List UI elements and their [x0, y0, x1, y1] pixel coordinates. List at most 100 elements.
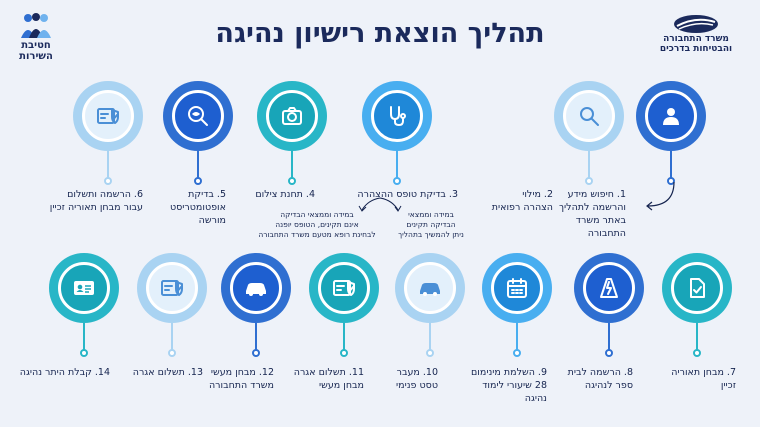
step-12-connector-dot	[252, 349, 260, 357]
stethoscope-icon	[390, 106, 406, 126]
step-1-label-line: התחבורה	[587, 228, 626, 239]
step-7-connector-dot	[693, 349, 701, 357]
step-5-icon-disc	[172, 90, 224, 142]
step-10-connector-dot	[426, 349, 434, 357]
step-9-connector-dot	[513, 349, 521, 357]
step-6-circle	[73, 81, 143, 151]
step-11-connector	[343, 323, 345, 351]
step-1-label-line: 1. חיפוש מידע	[559, 188, 626, 201]
step-12-label-line: 12. מבחן מעשי	[209, 366, 274, 379]
branch-not-ok-line: אינם תקינים, הטופס יופנה	[275, 220, 359, 229]
step-5-label-line: מורשה	[198, 215, 226, 226]
step-text: תשלום אגרה	[293, 367, 346, 378]
payment-card-icon	[161, 280, 183, 296]
step-14-label-line: 14. קבלת היתר נהיגה	[20, 366, 110, 379]
step-2-label-line: הצהרה רפואית	[491, 202, 553, 213]
payment-card-icon	[333, 280, 355, 296]
step-text: תחנת צילום	[255, 189, 303, 200]
step-5-connector-dot	[194, 177, 202, 185]
step-11-icon-disc	[318, 262, 370, 314]
step-5-connector	[197, 151, 199, 179]
step-number: 10.	[419, 367, 438, 378]
step-14-connector-dot	[80, 349, 88, 357]
step-13-label-line: 13. תשלום אגרה	[133, 366, 203, 379]
page-title: תהליך הוצאת רישיון נהיגה	[215, 18, 545, 49]
step-4-connector	[291, 151, 293, 179]
eye-magnifier-icon	[188, 106, 208, 126]
step-8-connector	[608, 323, 610, 351]
step-7-icon-disc	[671, 262, 723, 314]
step-number: 2.	[540, 189, 553, 200]
step-3-label: 3. בדיקת טופס ההצהרה	[357, 188, 458, 201]
step-8-icon-disc	[583, 262, 635, 314]
step-5-label-line: אופטומטריסט	[169, 202, 226, 213]
camera-icon	[282, 107, 302, 125]
ministry-logo: משרד התחבורה והבטיחות בדרכים	[648, 14, 744, 60]
road-sign-icon	[600, 278, 618, 298]
step-2-icon-disc	[563, 90, 615, 142]
ministry-name-line1: משרד התחבורה	[663, 34, 729, 44]
step-1-label-line: באתר משרד	[575, 215, 626, 226]
step-13-label: 13. תשלום אגרה	[133, 366, 203, 379]
step-10-icon-disc	[404, 262, 456, 314]
header: חטיבת השירות תהליך הוצאת רישיון נהיגה מש…	[0, 0, 760, 64]
step-11-label-line: 11. תשלום אגרה	[294, 366, 364, 379]
step-10-circle	[395, 253, 465, 323]
step-number: 8.	[620, 367, 633, 378]
step-8-connector-dot	[605, 349, 613, 357]
step-number: 6.	[130, 189, 143, 200]
step-number: 13.	[184, 367, 203, 378]
step-10-connector	[429, 323, 431, 351]
step-13-connector-dot	[168, 349, 176, 357]
step-14-icon-disc	[58, 262, 110, 314]
step-text: קבלת היתר נהיגה	[19, 367, 92, 378]
step-number: 5.	[213, 189, 226, 200]
step-3-connector-dot	[393, 177, 401, 185]
step-1-icon-disc	[645, 90, 697, 142]
branch-arrows-icon	[358, 197, 402, 212]
step-1-circle	[636, 81, 706, 151]
step-6-connector	[107, 151, 109, 179]
branch-not-ok-line: במידה וממצאי הבדיקה	[280, 210, 354, 219]
people-group-icon	[21, 13, 51, 38]
step-5-label-line: 5. בדיקת	[170, 188, 226, 201]
step-3-icon-disc	[371, 90, 423, 142]
step-4-connector-dot	[288, 177, 296, 185]
step-10-label-line: טסט פנימי	[396, 380, 438, 391]
step-1-connector-dot	[667, 177, 675, 185]
step-text: בדיקת	[188, 189, 214, 200]
car-icon	[420, 283, 440, 296]
step-14-connector	[83, 323, 85, 351]
id-card-icon	[74, 281, 94, 295]
step-4-label: 4. תחנת צילום	[255, 188, 315, 201]
step-12-circle	[221, 253, 291, 323]
step-text: הרשמה ותשלום	[67, 189, 131, 200]
step-7-label-line: זכיין	[720, 380, 736, 391]
step-number: 3.	[445, 189, 458, 200]
step-7-label-line: 7. מבחן תאוריה	[671, 366, 736, 379]
step-12-icon-disc	[230, 262, 282, 314]
document-check-icon	[690, 278, 705, 298]
step-6-connector-dot	[104, 177, 112, 185]
step-text: מעבר	[396, 367, 420, 378]
step-14-circle	[49, 253, 119, 323]
step-13-connector	[171, 323, 173, 351]
step-number: 7.	[723, 367, 736, 378]
step-10-label: 10. מעבר טסט פנימי	[396, 366, 438, 392]
step-2-circle	[554, 81, 624, 151]
payment-card-icon	[97, 108, 119, 124]
step3-branch-not-ok: במידה וממצאי הבדיקה אינם תקינים, הטופס י…	[250, 210, 384, 240]
step-1-connector	[670, 151, 672, 179]
ministry-name-line2: והבטיחות בדרכים	[659, 44, 733, 54]
step-text: חיפוש מידע	[567, 189, 614, 200]
step-text: מבחן מעשי	[210, 367, 256, 378]
step-14-label: 14. קבלת היתר נהיגה	[20, 366, 110, 379]
step-number: 11.	[345, 367, 364, 378]
step-6-icon-disc	[82, 90, 134, 142]
step-9-label-line: 9. השלמת מינימום	[471, 366, 547, 379]
